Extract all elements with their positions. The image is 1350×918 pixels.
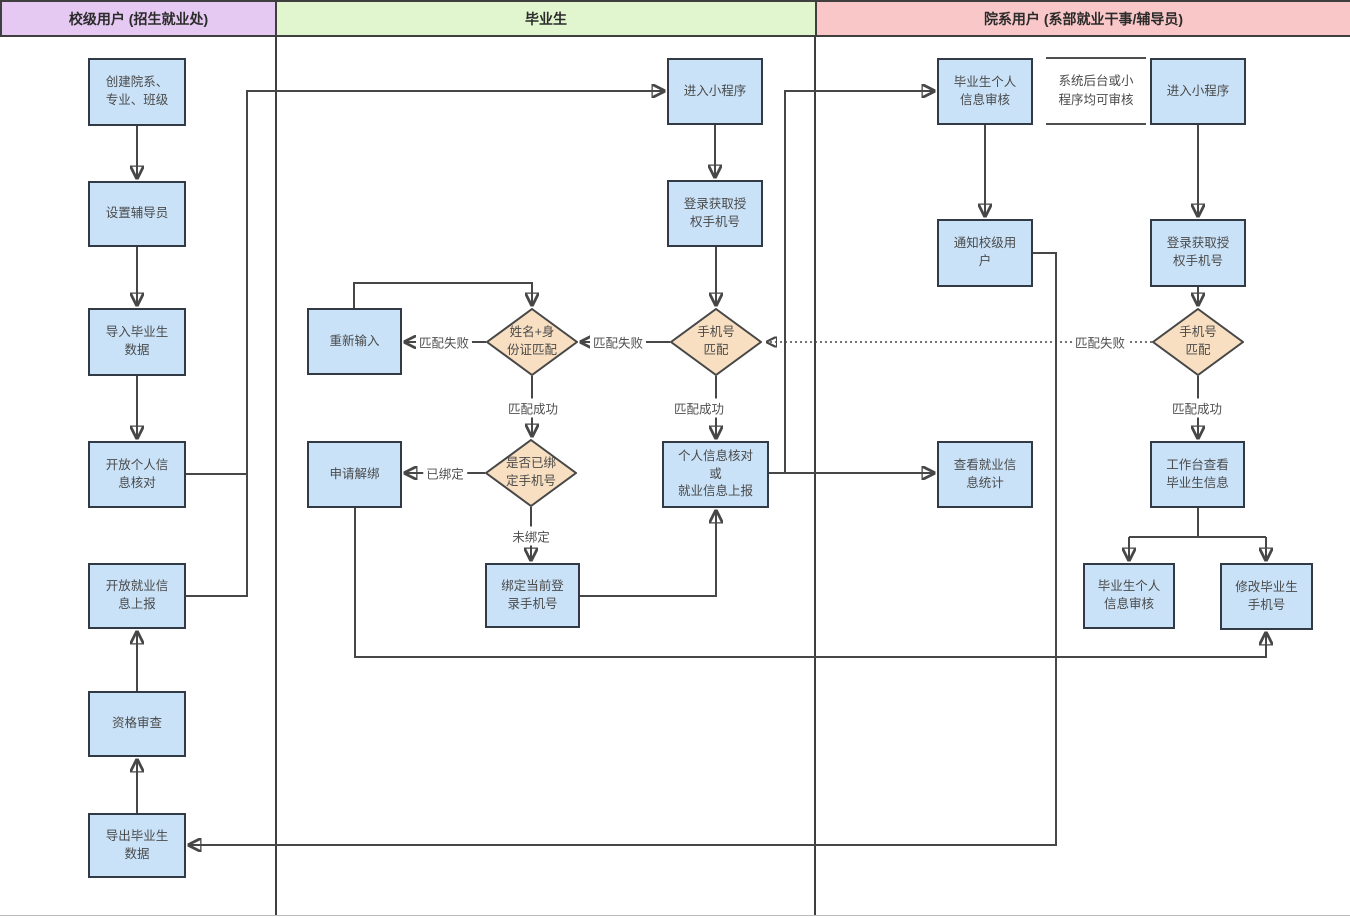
node-phone-match: 手机号 匹配 xyxy=(670,308,762,376)
edge-unbind-to-modifyphone xyxy=(354,508,1266,658)
edge-label-fail-left: 匹配失败 xyxy=(415,332,473,352)
lane-title: 毕业生 xyxy=(525,10,567,27)
node-bound-phone: 是否已绑 定手机号 xyxy=(485,439,577,507)
edge-label-success-name: 匹配成功 xyxy=(504,398,562,418)
node-reenter: 重新输入 xyxy=(307,308,402,375)
edge-label-success-dept: 匹配成功 xyxy=(1168,398,1226,418)
node-notify-school: 通知校级用 户 xyxy=(937,219,1033,287)
node-grad-review-top: 毕业生个人 信息审核 xyxy=(937,58,1033,125)
edge-label-fail-dept: 匹配失败 xyxy=(1071,332,1129,352)
edge-infocheck-to-gradreview xyxy=(784,91,934,473)
node-open-info-check: 开放个人信 息核对 xyxy=(88,441,186,508)
node-name-id-match: 姓名+身 份证匹配 xyxy=(486,308,578,376)
node-export-data: 导出毕业生 数据 xyxy=(88,813,186,878)
node-phone-match-dept: 手机号 匹配 xyxy=(1152,308,1244,376)
node-apply-unbind: 申请解绑 xyxy=(307,441,402,508)
edge-label-success-phone: 匹配成功 xyxy=(670,398,728,418)
node-enter-mini: 进入小程序 xyxy=(667,58,763,125)
edge-label-unbound: 未绑定 xyxy=(509,526,553,546)
diagram-bottom-border xyxy=(0,915,1350,916)
note-review-channels: 系统后台或小 程序均可审核 xyxy=(1046,57,1146,125)
node-set-counselor: 设置辅导员 xyxy=(88,181,186,247)
edge-notify-to-export xyxy=(189,252,1057,845)
node-login-auth: 登录获取授 权手机号 xyxy=(667,180,763,247)
node-enter-mini-dept: 进入小程序 xyxy=(1150,58,1246,125)
node-create-org: 创建院系、 专业、班级 xyxy=(88,58,186,126)
node-grad-review-bottom: 毕业生个人 信息审核 xyxy=(1083,563,1175,629)
edge-reenter-loop xyxy=(353,282,532,308)
lane-title: 校级用户 (招生就业处) xyxy=(68,10,209,27)
node-open-job-report: 开放就业信 息上报 xyxy=(88,563,186,629)
node-view-stats: 查看就业信 息统计 xyxy=(937,441,1033,508)
node-login-auth-dept: 登录获取授 权手机号 xyxy=(1150,219,1246,287)
lane-divider-2 xyxy=(814,0,816,916)
lane-header-dept-user: 院系用户 (系部就业干事/辅导员) xyxy=(815,0,1350,37)
node-bind-phone: 绑定当前登 录手机号 xyxy=(485,563,580,628)
edge-label-fail-mid: 匹配失败 xyxy=(589,332,647,352)
lane-title: 院系用户 (系部就业干事/辅导员) xyxy=(983,10,1184,27)
lane-header-graduate: 毕业生 xyxy=(275,0,817,37)
node-workbench: 工作台查看 毕业生信息 xyxy=(1150,441,1245,508)
node-modify-phone: 修改毕业生 手机号 xyxy=(1220,563,1313,630)
node-import-data: 导入毕业生 数据 xyxy=(88,308,186,376)
lane-header-school-user: 校级用户 (招生就业处) xyxy=(0,0,277,37)
node-qualification: 资格审查 xyxy=(88,691,186,757)
lane-divider-1 xyxy=(275,0,277,916)
edge-label-bound: 已绑定 xyxy=(423,463,467,483)
edge-bind-to-infocheck xyxy=(580,511,716,597)
edge-openjob-to-entermini xyxy=(186,91,664,597)
node-info-check: 个人信息核对 或 就业信息上报 xyxy=(662,441,769,508)
